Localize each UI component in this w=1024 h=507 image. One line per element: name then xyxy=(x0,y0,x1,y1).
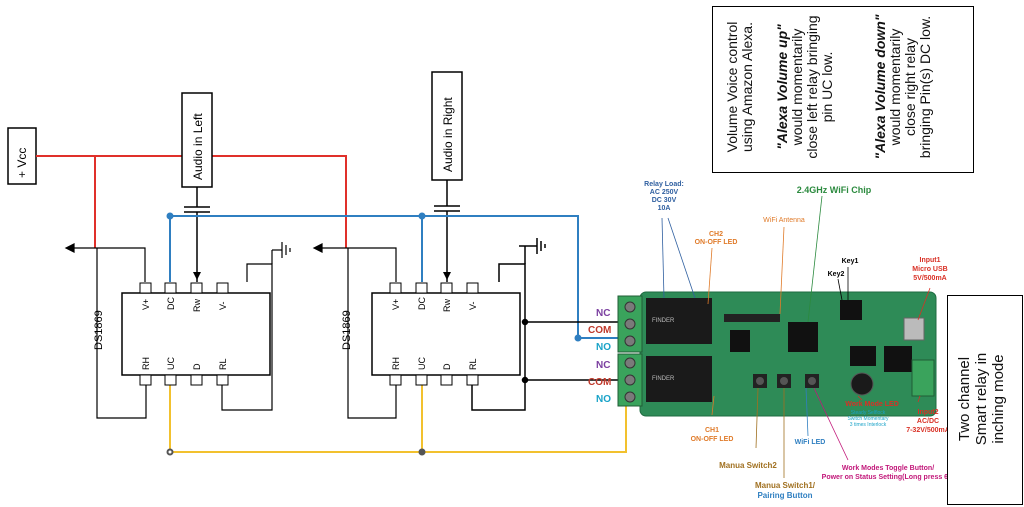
audio-right-source: Audio in Right xyxy=(431,71,463,181)
wifi-led-label: WiFi LED xyxy=(795,439,826,446)
relay-ch1 xyxy=(646,356,712,402)
ch1-no-label: NO xyxy=(596,394,611,405)
uc-wire xyxy=(166,385,640,456)
audio-left-label: Audio in Left xyxy=(191,113,205,180)
terminal-block-input2 xyxy=(911,359,935,397)
note-col-1: Volume Voice control using Amazon Alexa. xyxy=(724,7,765,167)
ch1-nc-label: NC xyxy=(596,360,610,371)
alexa-note-box: Volume Voice control using Amazon Alexa.… xyxy=(712,6,974,173)
vcc-wire xyxy=(36,155,347,248)
chip-right-pin-rh: RH xyxy=(391,357,401,370)
chip-right-pin-vminus: V- xyxy=(468,301,478,310)
chip-right-pin-uc: UC xyxy=(417,357,427,370)
ch1-led-label-2: ON-OFF LED xyxy=(691,436,734,443)
chip-right-pin-dc: DC xyxy=(417,297,427,310)
wifi-chip-label: 2.4GHz WiFi Chip xyxy=(797,185,872,195)
relay-ch2 xyxy=(646,298,712,344)
chip-left-pin-dc: DC xyxy=(166,297,176,310)
coupling-capacitor-right xyxy=(434,180,460,282)
work-mode-led-label: Work Mode LED xyxy=(845,401,899,408)
note-line2-b: close left relay bringing xyxy=(804,15,820,159)
two-channel-note-box: Two channel Smart relay in inching mode xyxy=(947,295,1023,505)
toggle-button-label-2: Power on Status Setting(Long press 6s) xyxy=(822,474,955,481)
work-mode-led-sub-1: Steady Selflock xyxy=(851,410,886,416)
chip-right-pin-rw: Rw xyxy=(442,299,452,312)
manual-switch1-label-2: Pairing Button xyxy=(757,491,812,500)
key1-label: Key1 xyxy=(842,258,859,265)
right-chip-wiring xyxy=(312,243,397,419)
chip-left-pin-vplus: V+ xyxy=(141,299,151,310)
input2-label-2: AC/DC xyxy=(917,418,939,425)
input2-label-1: Input2 xyxy=(918,409,939,416)
input2-label-3: 7-32V/500mA xyxy=(906,427,950,434)
wifi-antenna-label: WiFi Antenna xyxy=(763,217,805,224)
note-line3-b: close right relay xyxy=(902,37,918,137)
coupling-capacitor-left xyxy=(184,187,210,282)
ch1-led-label-1: CH1 xyxy=(705,427,719,434)
side-note-line2: Smart relay in xyxy=(973,352,990,446)
key2-label: Key2 xyxy=(828,271,845,278)
note-line2-quote: "Alexa Volume up" xyxy=(774,24,790,150)
ch2-led-label-1: CH2 xyxy=(709,231,723,238)
note-line3-quote: "Alexa Volume down" xyxy=(872,14,888,160)
input1-label-1: Input1 xyxy=(920,257,941,264)
chip-right-pin-vplus: V+ xyxy=(391,299,401,310)
manual-switch2-label: Manua Switch2 xyxy=(719,461,777,470)
chip-right: V+ DC Rw V- RH UC D RL DS1869 xyxy=(341,272,521,386)
input1-label-2: Micro USB xyxy=(912,266,947,273)
manual-switch1-label-1: Manua Switch1/ xyxy=(755,481,816,490)
chip-left-part-number: DS1869 xyxy=(93,310,105,350)
note-col-2: "Alexa Volume up" would momentarily clos… xyxy=(774,7,837,167)
note-line2-a: would momentarily xyxy=(789,28,805,146)
svg-text:FINDER: FINDER xyxy=(652,318,675,324)
wifi-antenna xyxy=(724,314,780,322)
work-mode-led-sub-3: 3 times Interlock xyxy=(850,422,887,428)
toggle-button-label-1: Work Modes Toggle Button/ xyxy=(842,465,934,472)
work-mode-led-sub-2: Switch Momentary xyxy=(847,416,889,422)
com-wires xyxy=(471,238,640,411)
chip-left-pin-uc: UC xyxy=(166,357,176,370)
chip-right-pin-d: D xyxy=(442,363,452,370)
left-chip-wiring xyxy=(64,242,291,419)
relay-load-dc: DC 30V xyxy=(652,197,677,204)
svg-text:FINDER: FINDER xyxy=(652,376,675,382)
ch2-led-label-2: ON-OFF LED xyxy=(695,239,738,246)
note-line1-a: Volume Voice control xyxy=(724,21,740,153)
input1-label-3: 5V/500mA xyxy=(913,275,946,282)
note-line3-a: would momentarily xyxy=(887,28,903,146)
chip-right-pin-rl: RL xyxy=(468,358,478,370)
relay-load-current: 10A xyxy=(658,205,671,212)
ch2-com-label: COM xyxy=(588,325,611,336)
chip-left-pin-rw: Rw xyxy=(192,299,202,312)
ch1-com-label: COM xyxy=(588,377,611,388)
relay-load-ac: AC 250V xyxy=(650,189,679,196)
chip-right-part-number: DS1869 xyxy=(341,310,353,350)
chip-left-pin-vminus: V- xyxy=(218,301,228,310)
relay-load-label: Relay Load: xyxy=(644,181,684,188)
side-note-line1: Two channel xyxy=(956,356,973,442)
relay-board: FINDER FINDER xyxy=(617,195,937,478)
vcc-label: + Vcc xyxy=(15,148,29,178)
side-note-line3: inching mode xyxy=(990,354,1007,444)
audio-left-source: Audio in Left xyxy=(181,92,213,188)
ch2-no-label: NO xyxy=(596,342,611,353)
chip-left-pin-d: D xyxy=(192,363,202,370)
dc-wire xyxy=(166,212,640,342)
vcc-source: + Vcc xyxy=(7,127,37,185)
note-line3-c: bringing Pin(s) DC low. xyxy=(917,15,933,159)
note-line1-b: using Amazon Alexa. xyxy=(739,22,755,152)
chip-left-pin-rh: RH xyxy=(141,357,151,370)
audio-right-label: Audio in Right xyxy=(441,97,455,172)
note-line2-c: pin UC low. xyxy=(819,51,835,123)
ch2-nc-label: NC xyxy=(596,308,610,319)
wifi-chip xyxy=(788,322,818,352)
two-channel-note-text: Two channel Smart relay in inching mode xyxy=(956,306,1016,492)
chip-left-pin-rl: RL xyxy=(218,358,228,370)
chip-left: V+ DC Rw V- RH UC D RL DS1869 xyxy=(93,272,271,386)
note-col-3: "Alexa Volume down" would momentarily cl… xyxy=(872,7,935,167)
